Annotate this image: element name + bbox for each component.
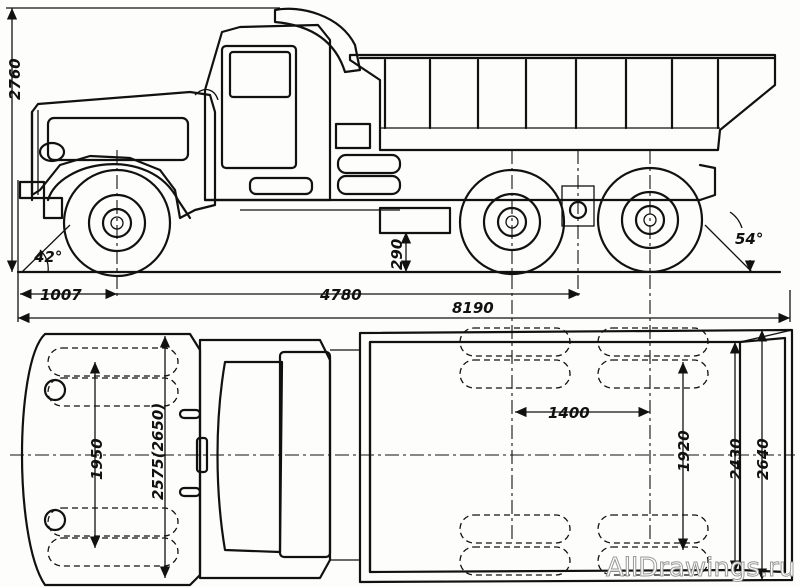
dim-front-overhang: 1007 <box>40 286 82 304</box>
dim-ground-clearance: 290 <box>388 239 406 270</box>
tank-1 <box>336 153 402 175</box>
top-view <box>10 327 795 587</box>
departure-angle-line <box>704 224 753 273</box>
dim-wheelbase: 4780 <box>319 286 362 304</box>
tow-hook <box>42 196 64 220</box>
hood-top <box>20 332 202 587</box>
fuel-tank <box>248 176 314 196</box>
air-tank <box>334 122 372 150</box>
hood <box>30 90 217 220</box>
cab-protector <box>273 7 362 74</box>
front-bumper <box>18 180 46 200</box>
dim-rear-bogie-spacing: 1400 <box>548 404 590 422</box>
cab-door <box>220 44 298 170</box>
hood-louver-panel <box>46 116 190 162</box>
dim-height-total: 2760 <box>6 58 24 100</box>
dim-departure-angle: 54° <box>735 230 763 248</box>
cab-window <box>228 50 292 99</box>
approach-angle-line <box>21 224 71 273</box>
body-top <box>358 328 794 584</box>
rear-wheels-top <box>459 327 709 576</box>
watermark: AllDrawings.ru <box>606 553 795 583</box>
tank-2 <box>336 174 402 196</box>
dim-rear-track: 1920 <box>675 430 693 472</box>
chassis-frame <box>203 163 717 202</box>
body-ribs <box>383 58 720 130</box>
dim-width-total: 2640 <box>754 438 772 480</box>
front-wheels-top <box>47 347 179 567</box>
windshield-top <box>216 360 284 554</box>
front-fender <box>46 163 192 220</box>
dim-length-total: 8190 <box>452 299 494 317</box>
dim-cab-width: 2575(2650) <box>149 403 167 500</box>
spare-box <box>378 206 452 235</box>
headlight <box>38 141 66 163</box>
dim-approach-angle: 42° <box>33 248 62 266</box>
dim-front-track: 1950 <box>88 438 106 480</box>
dim-body-width: 2430 <box>727 438 745 480</box>
dump-body <box>348 53 777 152</box>
cab-top <box>198 338 332 580</box>
side-view <box>6 7 791 540</box>
